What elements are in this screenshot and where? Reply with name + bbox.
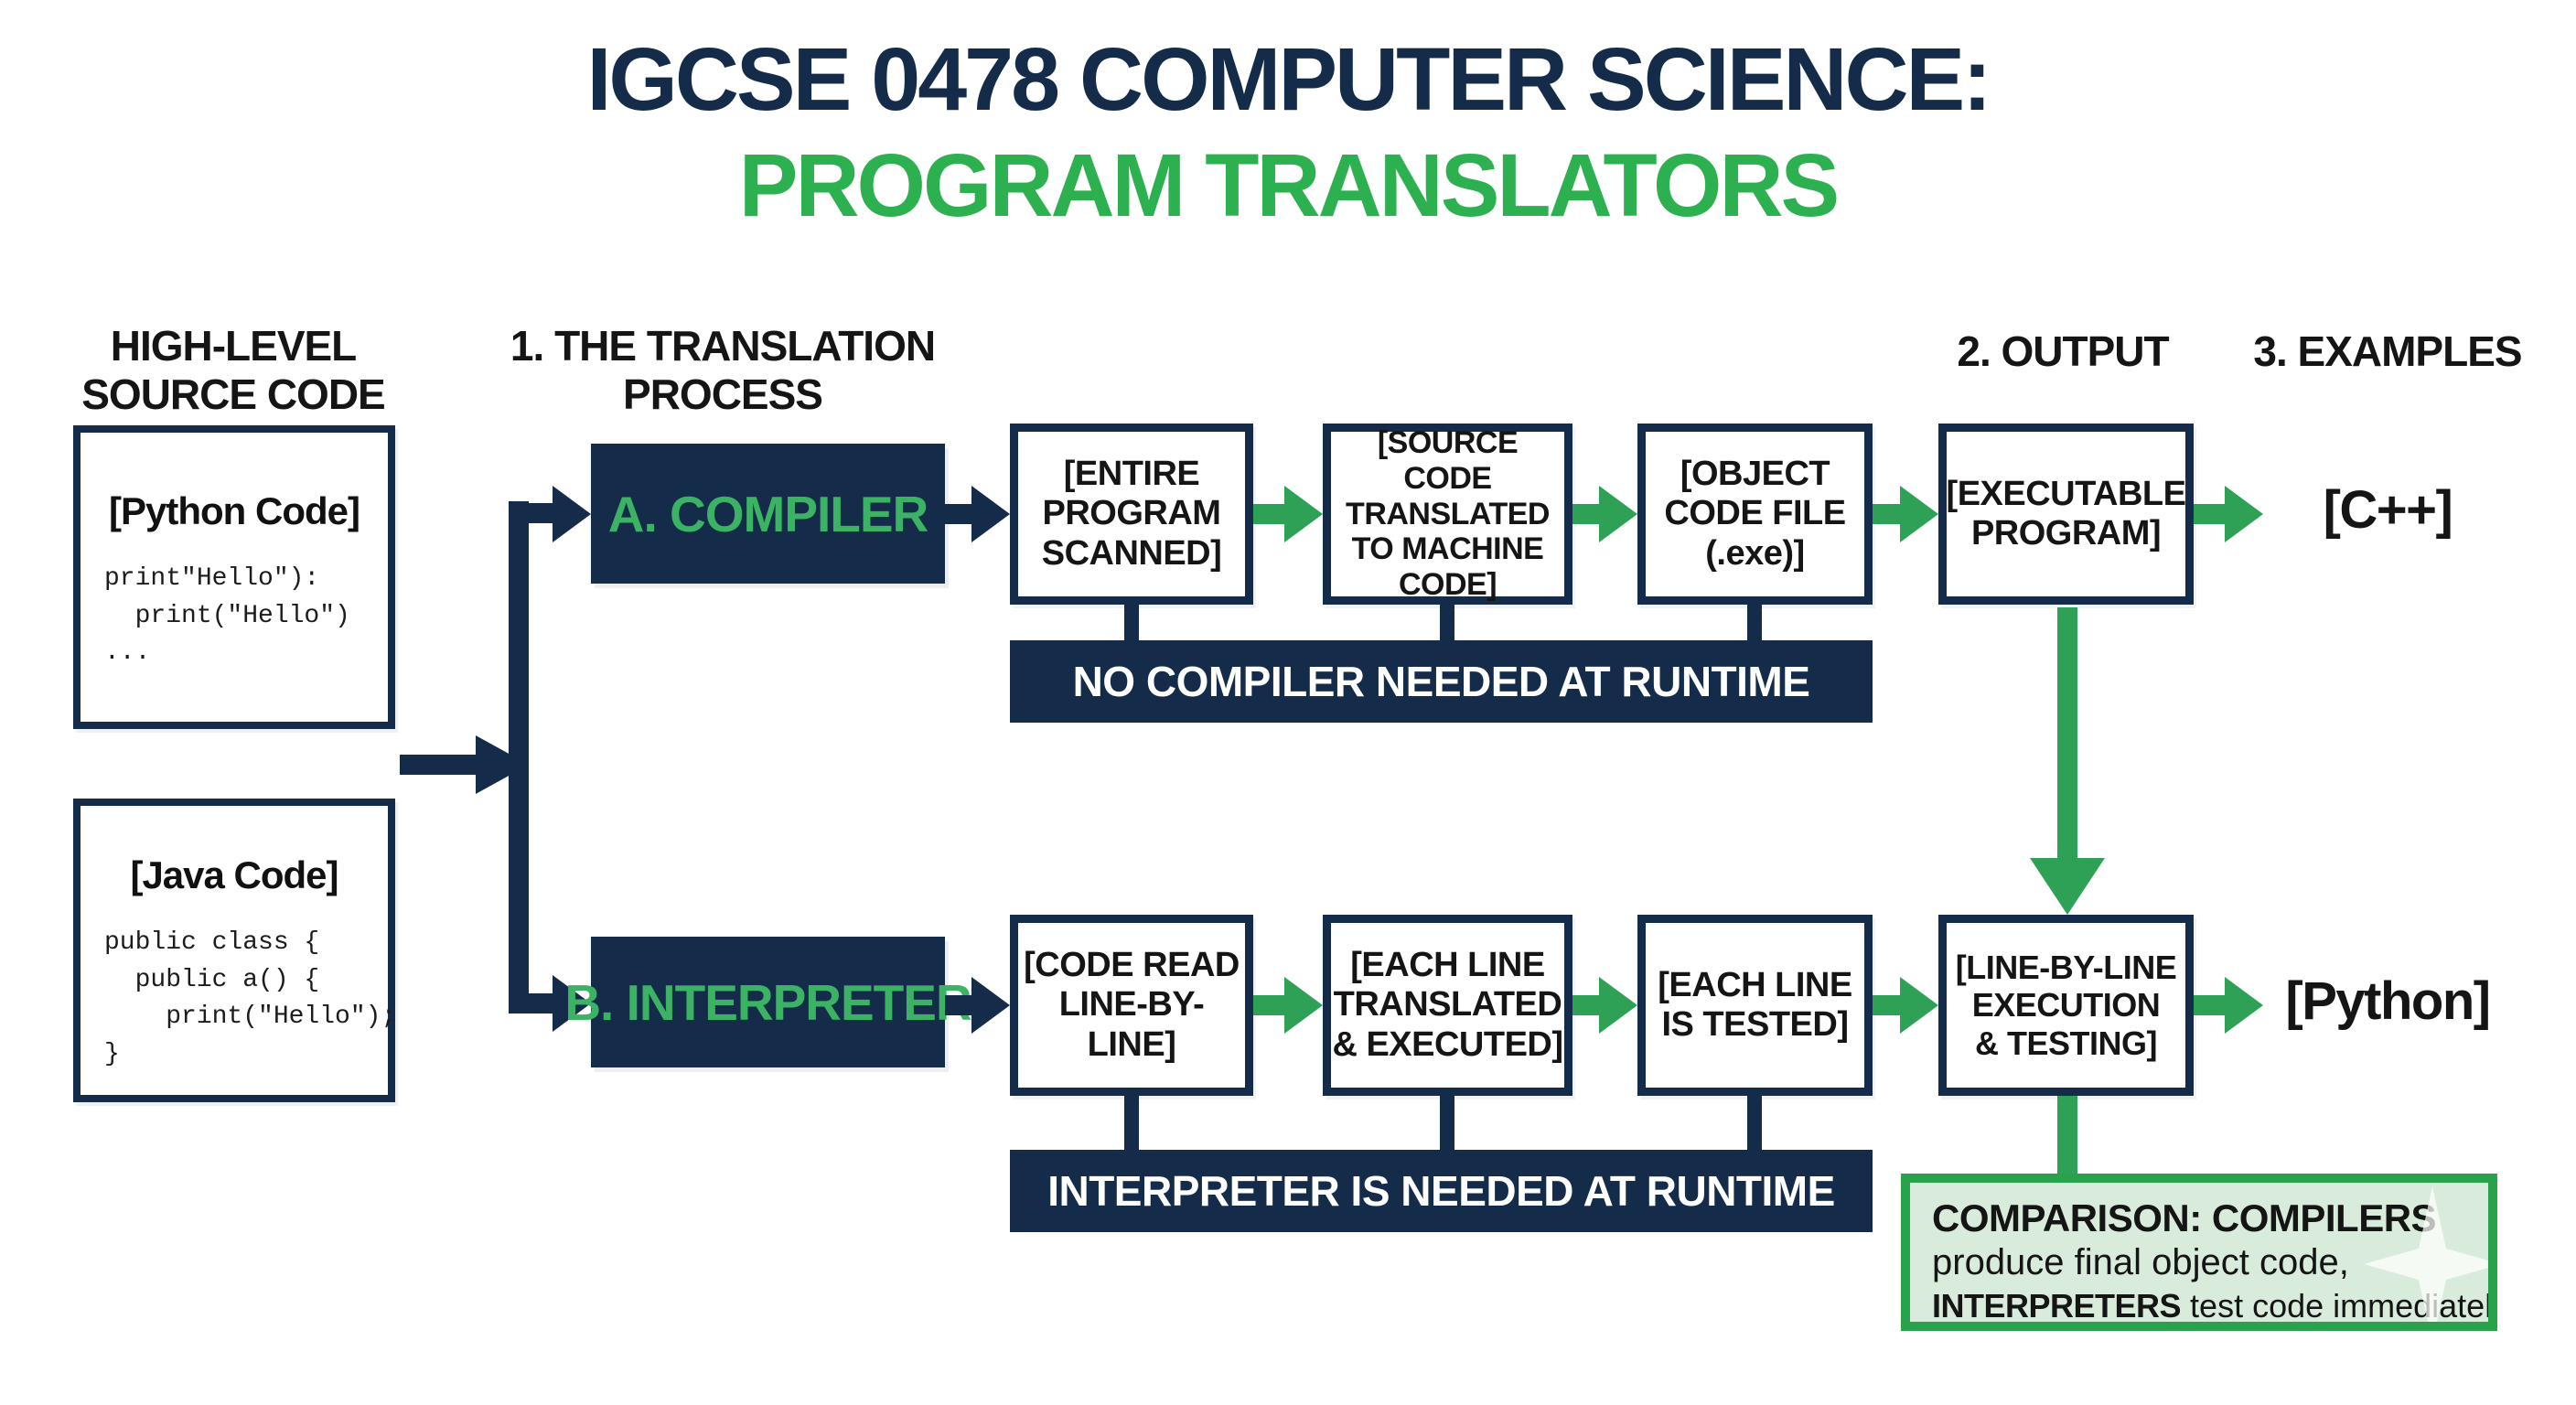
arrow-shaft — [945, 504, 975, 524]
arrow-head — [1599, 977, 1637, 1034]
arrow-shaft — [1253, 504, 1288, 524]
arrow-head — [2030, 858, 2105, 915]
interpreter-step-code-read: [CODE READ LINE-BY-LINE] — [1010, 915, 1253, 1096]
comparison-heading: COMPARISON: COMPILERS — [1932, 1196, 2437, 1239]
arrow-head — [1284, 486, 1323, 542]
arrow-head — [1599, 486, 1637, 542]
arrow-shaft — [1572, 995, 1603, 1015]
compiler-step-entire-program-scanned: [ENTIRE PROGRAM SCANNED] — [1010, 424, 1253, 605]
comparison-interpreters-bold: INTERPRETERS — [1932, 1286, 2182, 1325]
page-title-line-1: IGCSE 0478 COMPUTER SCIENCE: — [586, 29, 1991, 129]
arrow-head — [971, 486, 1010, 542]
python-code-title: [Python Code] — [109, 489, 360, 532]
connector-read-to-banner — [1124, 1096, 1139, 1150]
connector-translate-to-banner — [1440, 605, 1454, 640]
output-executable-program-box: [EXECUTABLE PROGRAM] — [1938, 424, 2194, 605]
interpreter-step-line-translated-executed: [EACH LINE TRANSLATED & EXECUTED] — [1323, 915, 1572, 1096]
arrow-branch-to-compiler — [551, 486, 591, 542]
arrow-scan-to-translate — [1253, 486, 1323, 542]
branch-vertical-line — [509, 501, 529, 1014]
arrow-shaft — [2194, 995, 2228, 1015]
interpreter-step-line-tested: [EACH LINE IS TESTED] — [1637, 915, 1873, 1096]
arrow-object-to-executable — [1873, 486, 1938, 542]
arrow-head — [1900, 486, 1938, 542]
arrow-shaft — [1873, 504, 1904, 524]
arrow-head — [1900, 977, 1938, 1034]
comparison-box: COMPARISON: COMPILERS produce final obje… — [1901, 1174, 2497, 1331]
branch-top-elbow — [509, 503, 553, 523]
banner-interpreter-needed: INTERPRETER IS NEEDED AT RUNTIME — [1010, 1150, 1873, 1232]
page-title-line-2: PROGRAM TRANSLATORS — [738, 135, 1840, 235]
python-code-box: [Python Code] print"Hello"): print("Hell… — [73, 425, 395, 729]
comparison-interpreters-text: INTERPRETERS test code immediately. — [1932, 1285, 2488, 1325]
arrow-shaft — [1253, 995, 1288, 1015]
python-code-snippet: print"Hello"): print("Hello") ... — [104, 564, 350, 668]
arrow-interpreter-to-read — [945, 977, 1010, 1034]
arrow-executable-to-example — [2194, 486, 2263, 542]
arrow-shaft — [2194, 504, 2228, 524]
arrow-shaft — [2057, 607, 2077, 862]
interpreter-label-box: B. INTERPRETER — [564, 937, 972, 1067]
arrow-shaft — [1873, 995, 1904, 1015]
comparison-compilers-text: produce final object code, — [1932, 1242, 2349, 1283]
java-code-title: [Java Code] — [130, 853, 338, 896]
column-header-examples: 3. EXAMPLES — [2253, 327, 2522, 375]
arrow-translate-to-object — [1572, 486, 1637, 542]
java-code-box: [Java Code] public class { public a() { … — [73, 799, 397, 1102]
branch-bottom-elbow — [509, 993, 553, 1014]
connector-object-to-banner — [1747, 605, 1762, 640]
java-code-snippet: public class { public a() { print("Hello… — [104, 928, 397, 1068]
example-cpp: [C++] — [2323, 480, 2453, 540]
compiler-label-box: A. COMPILER — [591, 444, 945, 584]
arrow-head — [553, 486, 591, 542]
arrow-head — [553, 975, 591, 1032]
arrow-compiler-to-scan — [945, 486, 1010, 542]
column-header-source-code: HIGH-LEVEL SOURCE CODE — [81, 322, 385, 419]
column-header-translation-process: 1. THE TRANSLATION PROCESS — [510, 322, 936, 419]
arrow-shaft — [1572, 504, 1603, 524]
banner-no-compiler-needed: NO COMPILER NEEDED AT RUNTIME — [1010, 640, 1873, 723]
column-header-output: 2. OUTPUT — [1957, 327, 2169, 375]
arrow-line-by-line-to-example — [2194, 977, 2263, 1034]
arrow-shaft — [400, 755, 476, 775]
connector-scan-to-banner — [1124, 605, 1139, 640]
output-line-by-line-box: [LINE-BY-LINE EXECUTION & TESTING] — [1938, 915, 2194, 1096]
compiler-label: A. COMPILER — [607, 485, 929, 542]
connector-translated-to-banner — [1440, 1096, 1454, 1150]
arrow-head — [1284, 977, 1323, 1034]
arrow-tested-to-line-by-line — [1873, 977, 1938, 1034]
compiler-step-object-code-file: [OBJECT CODE FILE (.exe)] — [1637, 424, 1873, 605]
arrow-head — [971, 977, 1010, 1034]
connector-line-by-line-to-comparison — [2057, 1096, 2077, 1180]
arrow-head — [2225, 486, 2263, 542]
arrow-branch-to-interpreter — [551, 975, 591, 1032]
arrow-read-to-translated — [1253, 977, 1323, 1034]
interpreter-label: B. INTERPRETER — [564, 973, 971, 1031]
compiler-step-source-translated: [SOURCE CODE TRANSLATED TO MACHINE CODE] — [1323, 424, 1572, 605]
example-python: [Python] — [2285, 971, 2491, 1031]
comparison-interpreters-rest: test code immediately. — [2181, 1286, 2497, 1325]
connector-tested-to-banner — [1747, 1096, 1762, 1150]
arrow-head — [2225, 977, 2263, 1034]
arrow-translated-to-tested — [1572, 977, 1637, 1034]
arrow-executable-to-line-by-line — [2030, 607, 2105, 915]
arrow-shaft — [945, 995, 975, 1015]
